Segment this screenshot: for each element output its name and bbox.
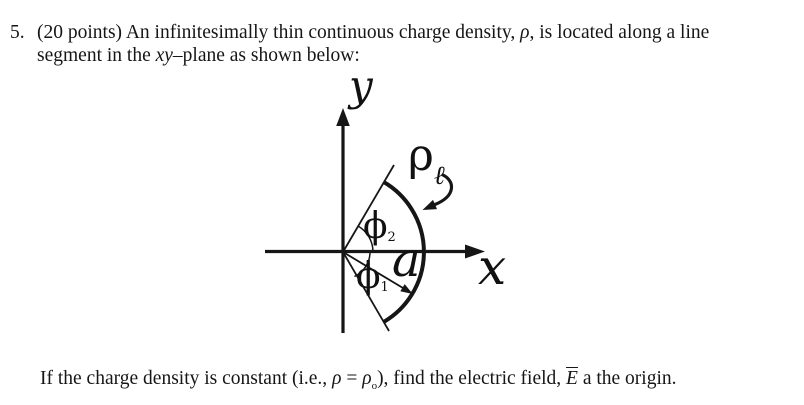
conclusion-post: a the origin. — [577, 368, 677, 389]
phi2-base: ϕ — [363, 206, 388, 247]
radius-arrowhead — [400, 284, 413, 294]
problem-number: 5. — [10, 22, 25, 43]
phi1-base: ϕ — [356, 256, 381, 297]
x-axis-label: x — [478, 238, 507, 296]
rho-l-subscript: ℓ — [433, 161, 445, 191]
y-axis-arrowhead — [336, 108, 350, 126]
problem-text: (20 points) An infinitesimally thin cont… — [37, 21, 709, 67]
radius-arrow-line — [342, 251, 404, 289]
rho-naught-subscript: o — [371, 379, 378, 392]
xy-plane-symbol: xy — [155, 45, 173, 66]
charge-density-pointer-arrow — [433, 173, 453, 207]
problem-statement: 5. (20 points) An infinitesimally thin c… — [10, 21, 709, 67]
upper-boundary-line — [342, 164, 395, 253]
rho-symbol-2: ρ — [332, 368, 342, 389]
problem-line2-pre: segment in the — [37, 45, 156, 66]
lower-boundary-line — [342, 251, 390, 332]
phi1-subscript: 1 — [380, 280, 389, 295]
phi1-angle-label: ϕ1 — [356, 259, 389, 295]
conclusion-mid: ), find the electric field, — [377, 368, 567, 389]
problem-line-2: segment in the xy–plane as shown below: — [37, 44, 709, 67]
line-charge-density-label: ρℓ — [408, 134, 445, 190]
conclusion-text: If the charge density is constant (i.e.,… — [40, 367, 677, 398]
phi2-angle-label: ϕ2 — [363, 209, 396, 245]
rho-naught-base: ρ — [362, 368, 372, 389]
x-axis-arrowhead — [465, 244, 485, 259]
e-field-symbol: E — [566, 368, 578, 389]
radius-label: a — [392, 232, 421, 288]
problem-line-1: (20 points) An infinitesimally thin cont… — [37, 21, 709, 44]
problem-line1-pre: (20 points) An infinitesimally thin cont… — [37, 22, 521, 43]
equals-sign: = — [341, 368, 363, 389]
charge-arc — [382, 180, 426, 324]
angle-arc-phi2 — [357, 225, 374, 252]
problem-line2-post: –plane as shown below: — [172, 45, 360, 66]
rho-symbol: ρ — [520, 22, 530, 43]
problem-line1-post: , is located along a line — [529, 22, 710, 43]
charge-density-arrowhead — [422, 199, 437, 210]
y-axis-label: y — [349, 61, 373, 110]
rho-l-base: ρ — [408, 130, 434, 181]
conclusion-pre: If the charge density is constant (i.e., — [40, 368, 333, 389]
phi2-subscript: 2 — [387, 230, 396, 245]
